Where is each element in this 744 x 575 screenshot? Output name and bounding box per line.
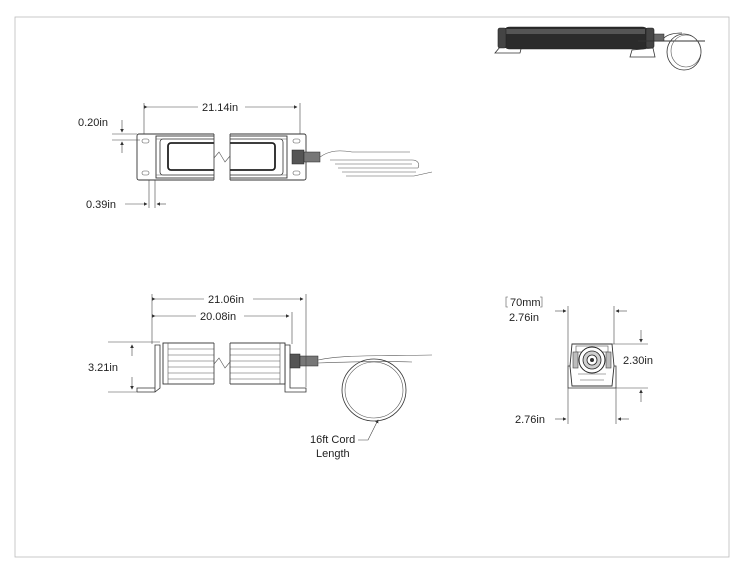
end-view <box>567 343 617 389</box>
top-view <box>136 128 433 186</box>
cord-note-line2: Length <box>316 448 350 460</box>
dim-end-top: 70mm 2.76in <box>505 296 627 366</box>
dim-side-height: 3.21in <box>88 341 160 393</box>
dim-side-overall: 21.06in <box>151 294 307 387</box>
cord-note: 16ft Cord Length <box>310 419 379 460</box>
dim-label-side-height: 3.21in <box>88 362 118 374</box>
dim-label-top-length: 21.14in <box>202 102 238 114</box>
dim-top-offset-bottom: 0.39in <box>86 180 166 211</box>
product-iso-view <box>494 26 705 71</box>
dim-end-bottom: 2.76in <box>515 388 629 426</box>
cord-coil <box>341 358 407 422</box>
dim-label-end-mm: 70mm <box>510 297 541 309</box>
sheet-border <box>14 16 730 558</box>
dim-top-offset-small: 0.20in <box>78 117 140 153</box>
dim-label-end-bottom: 2.76in <box>515 414 545 426</box>
dim-label-side-overall: 21.06in <box>208 294 244 306</box>
cord-note-line1: 16ft Cord <box>310 434 355 446</box>
side-view <box>136 336 433 422</box>
dim-top-length: 21.14in <box>143 102 301 134</box>
dim-label-top-offset-small: 0.20in <box>78 117 108 129</box>
dim-label-side-inner: 20.08in <box>200 311 236 323</box>
dim-end-height: 2.30in <box>612 330 653 402</box>
dim-side-inner: 20.08in <box>152 311 293 344</box>
dim-label-end-top: 2.76in <box>509 312 539 324</box>
dim-label-top-offset-bottom: 0.39in <box>86 199 116 211</box>
dim-label-end-height: 2.30in <box>623 355 653 367</box>
